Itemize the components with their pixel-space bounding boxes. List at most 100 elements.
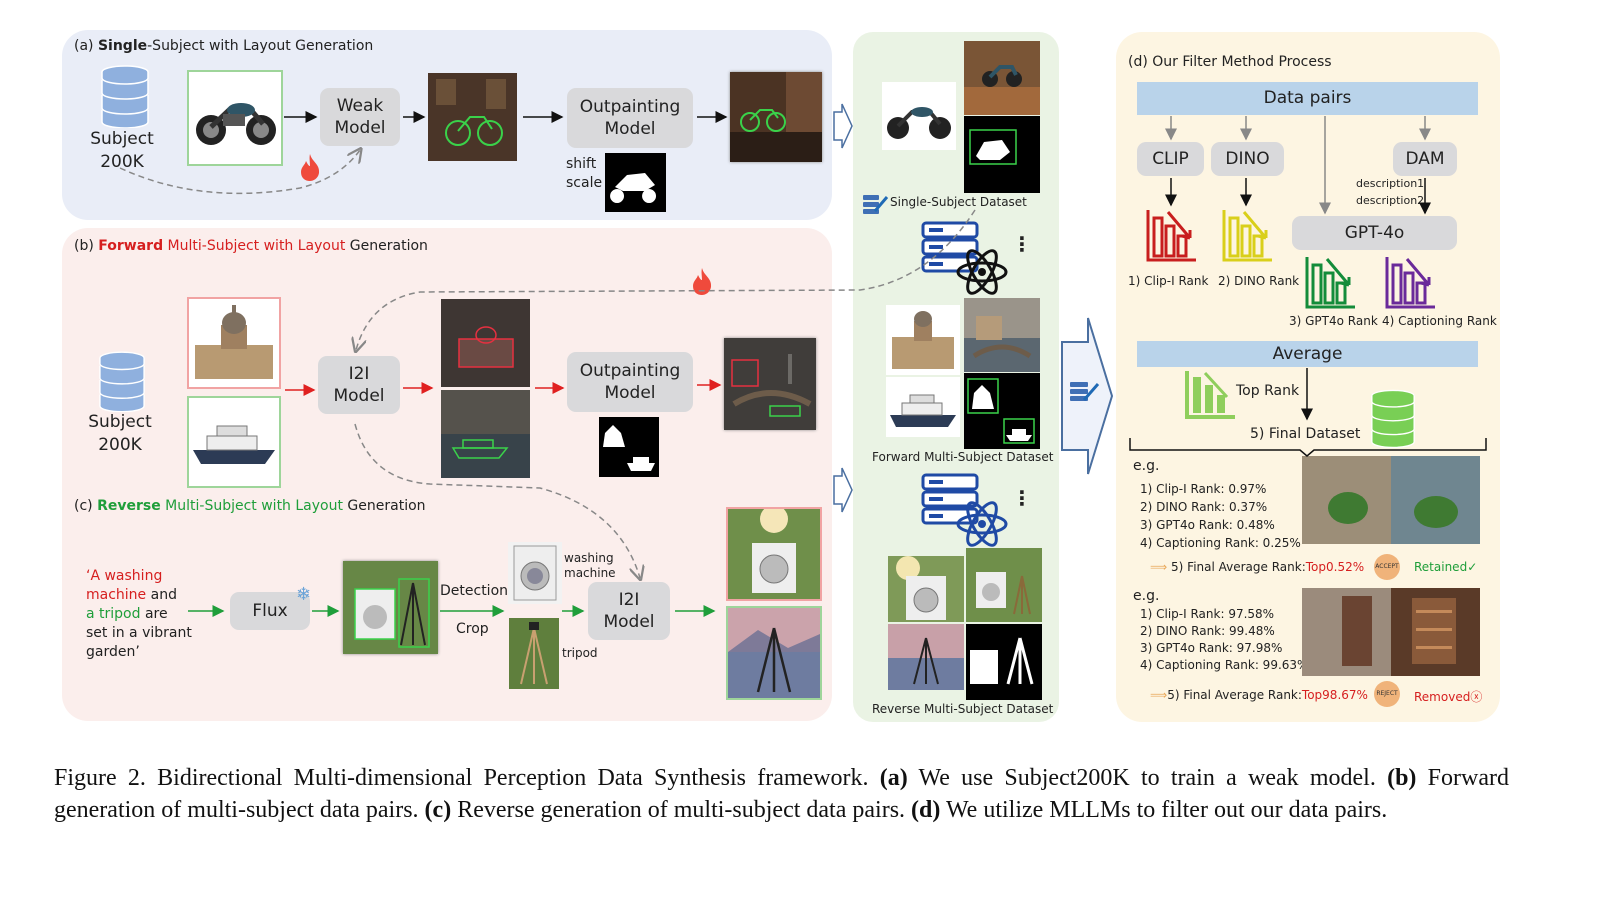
- prompt-machine: machine: [86, 587, 147, 603]
- washing-machine-crop-label: washing machine: [564, 551, 616, 581]
- final-dataset-label: 5) Final Dataset: [1250, 426, 1361, 442]
- panel-b-title-multi: Multi-Subject with Layout: [163, 238, 346, 254]
- panel-d-title: (d) Our Filter Method Process: [1128, 54, 1332, 70]
- i2i-line2-c: Model: [603, 612, 655, 632]
- i2i-line1-b: I2I: [348, 364, 370, 384]
- flux-label: Flux: [252, 601, 288, 621]
- i2i-line2-b: Model: [333, 386, 385, 406]
- single-dataset-scene: [964, 41, 1040, 115]
- ex2-gpt-rank: 3) GPT4o Rank: 97.98%: [1140, 641, 1283, 655]
- example1-image: [1302, 456, 1480, 544]
- single-dataset-motorcycle: [882, 82, 956, 150]
- outpainting-model-box-a: Outpainting Model: [567, 88, 693, 148]
- reject-stamp-text: REJECT: [1376, 690, 1398, 697]
- database-icon-b: [99, 351, 145, 412]
- ex2-clip-rank: 1) Clip-I Rank: 97.58%: [1140, 607, 1275, 621]
- washing-label1: washing: [564, 551, 614, 565]
- panel-b-title: (b) Forward Multi-Subject with Layout Ge…: [74, 238, 428, 254]
- shift-label: shift: [566, 156, 597, 172]
- ex1-final-prefix: 5) Final Average Rank:: [1171, 560, 1306, 574]
- description1-label: description1: [1356, 177, 1425, 190]
- subject-200k-label-a: Subject 200K: [88, 128, 156, 174]
- panel-a-title-prefix: (a): [74, 38, 98, 54]
- single-subject-dataset-label: Single-Subject Dataset: [890, 195, 1027, 209]
- prompt-a-washing: A washing: [90, 568, 163, 584]
- forward-outpainted-image: [724, 338, 816, 430]
- prompt-open-quote: ‘: [86, 568, 91, 584]
- ex2-final-prefix: 5) Final Average Rank:: [1167, 688, 1302, 702]
- example1-final: ⟹ 5) Final Average Rank:Top0.52%: [1150, 560, 1365, 574]
- dam-box: DAM: [1393, 142, 1457, 176]
- top-rank-label: Top Rank: [1236, 383, 1300, 399]
- reverse-washer-output: [726, 507, 822, 601]
- average-bar: Average: [1137, 341, 1478, 367]
- gpt-rank-icon: [1305, 257, 1355, 309]
- i2i-line1-c: I2I: [618, 590, 640, 610]
- panel-c-title-prefix: (c): [74, 498, 98, 514]
- example2-ranks: 1) Clip-I Rank: 97.58% 2) DINO Rank: 99.…: [1140, 606, 1308, 674]
- dam-label: DAM: [1405, 149, 1445, 169]
- prompt-line5: garden’: [86, 644, 140, 660]
- cathedral-image: [187, 297, 281, 389]
- reverse-dataset-washer: [888, 556, 964, 622]
- more-dots-2: ⋮: [1012, 486, 1032, 510]
- ex1-captioning-rank: 4) Captioning Rank: 0.25%: [1140, 536, 1301, 550]
- example2-final: ⟹5) Final Average Rank:Top98.67%: [1150, 688, 1368, 702]
- gpt4o-label: GPT-4o: [1344, 223, 1405, 243]
- data-pairs-bar: Data pairs: [1137, 82, 1478, 115]
- forward-multi-subject-dataset-label: Forward Multi-Subject Dataset: [872, 450, 1054, 464]
- caption-text-d: We utilize MLLMs to filter out our data …: [940, 797, 1388, 823]
- panel-c-title-multi: Multi-Subject with Layout: [160, 498, 343, 514]
- prompt-a: a: [86, 606, 100, 622]
- forward-dataset-ship: [886, 377, 960, 437]
- accept-stamp-text: ACCEPT: [1375, 563, 1399, 570]
- final-dataset-icon: [1371, 389, 1415, 448]
- captioning-rank-label: 4) Captioning Rank: [1382, 314, 1497, 328]
- check-circle-icon: ✓: [1467, 560, 1478, 574]
- subject-label-line1: Subject: [90, 129, 154, 149]
- subject-200k-label-b: Subject 200K: [86, 411, 154, 457]
- outpainting-line1-b: Outpainting: [579, 361, 681, 381]
- reverse-multi-subject-dataset-label: Reverse Multi-Subject Dataset: [872, 702, 1054, 716]
- subject-label-line2-b: 200K: [98, 435, 142, 455]
- prompt-and: and: [146, 587, 177, 603]
- reverse-dataset-mask: [966, 624, 1042, 700]
- panel-c-title-rest: Generation: [342, 498, 426, 514]
- motorcycle-image: [187, 70, 283, 166]
- weak-model-output-image: [428, 73, 517, 161]
- caption-b: (b): [1387, 765, 1417, 791]
- example1-ranks: 1) Clip-I Rank: 0.97% 2) DINO Rank: 0.37…: [1140, 480, 1301, 552]
- removed-status: Removedⓧ: [1414, 688, 1482, 705]
- x-circle-icon: ⓧ: [1470, 690, 1483, 704]
- fire-icon-a: [301, 154, 320, 181]
- dino-rank-icon: [1222, 210, 1272, 262]
- dataset-icon-single: [863, 195, 889, 214]
- reverse-tripod-output: [726, 606, 822, 700]
- crop-label: Crop: [456, 621, 489, 637]
- caption-d: (d): [911, 797, 941, 823]
- ex1-final-value: Top0.52%: [1305, 560, 1365, 574]
- caption-text-c: Reverse generation of multi-subject data…: [451, 797, 912, 823]
- shift-scale-label: shift scale: [566, 155, 602, 193]
- reverse-dataset-washer-tripod: [966, 548, 1042, 622]
- i2i-output-ship: [441, 390, 530, 478]
- weak-model-box: Weak Model: [320, 88, 400, 146]
- dino-rank-label: 2) DINO Rank: [1218, 274, 1300, 288]
- caption-figure-label: Figure 2.: [54, 765, 146, 791]
- panel-b-title-rest: Generation: [345, 238, 428, 254]
- clip-rank-label: 1) Clip-I Rank: [1128, 274, 1209, 288]
- gpt4o-box: GPT-4o: [1292, 216, 1457, 250]
- outpainted-motorcycle-image: [730, 72, 822, 162]
- description2-label: description2: [1356, 194, 1425, 207]
- cropped-tripod: [509, 618, 559, 689]
- top-rank-icon: [1185, 371, 1235, 419]
- single-dataset-mask: [964, 116, 1040, 193]
- outpainting-line2-a: Model: [604, 119, 656, 139]
- prompt-line4: set in a vibrant: [86, 625, 192, 641]
- caption-text1: Bidirectional Multi-dimensional Percepti…: [145, 765, 880, 791]
- prompt-tripod: tripod: [99, 606, 141, 622]
- clip-label: CLIP: [1152, 149, 1189, 169]
- text-prompt: ‘A washing machine and a tripod are set …: [86, 567, 192, 662]
- panel-a-title: (a) Single-Subject with Layout Generatio…: [74, 38, 373, 54]
